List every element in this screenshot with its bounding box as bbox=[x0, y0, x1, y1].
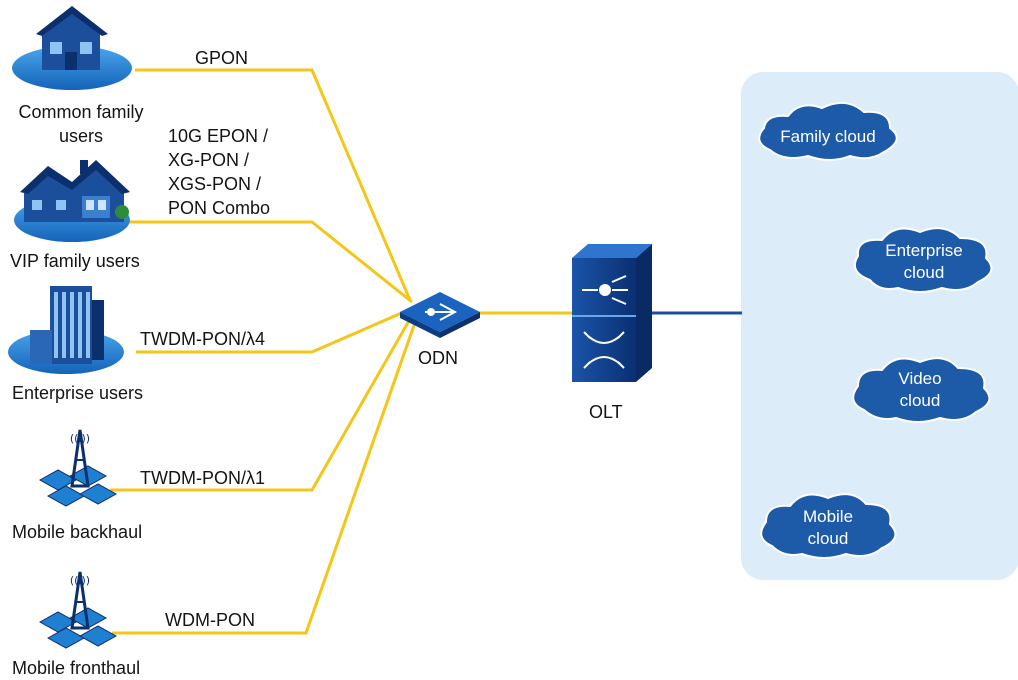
villa-icon bbox=[20, 160, 130, 222]
fiber-link-wdm-pon bbox=[112, 313, 420, 635]
user-label-common-family: Common family users bbox=[18, 102, 144, 146]
odn-splitter-icon bbox=[400, 292, 480, 338]
fiber-link-10g-epon bbox=[128, 220, 413, 304]
house-icon bbox=[36, 6, 108, 70]
cell-tower-icon: ((ı)) bbox=[38, 571, 118, 649]
cloud-label-video: Video cloud bbox=[898, 369, 942, 410]
svg-text:((ı)): ((ı)) bbox=[70, 574, 90, 587]
fiber-link-gpon bbox=[135, 68, 412, 301]
olt-label: OLT bbox=[589, 402, 623, 422]
mobile-cloud-shape bbox=[760, 493, 897, 559]
video-cloud-shape bbox=[852, 357, 991, 423]
user-label-mobile-fronthaul: Mobile fronthaul bbox=[12, 658, 141, 678]
olt-switch-icon bbox=[572, 244, 652, 382]
link-label-gpon: GPON bbox=[195, 48, 249, 68]
link-label-wdm-pon: WDM-PON bbox=[165, 610, 255, 630]
cell-tower-icon: ((ı)) bbox=[38, 429, 118, 507]
link-label-twdm-l1: TWDM-PON/λ1 bbox=[140, 468, 265, 488]
family-cloud-shape bbox=[758, 101, 898, 161]
user-label-vip-family: VIP family users bbox=[10, 251, 140, 271]
fiber-link-twdm-l1 bbox=[110, 311, 416, 492]
cloud-panel bbox=[741, 72, 1018, 580]
link-label-twdm-l4: TWDM-PON/λ4 bbox=[140, 329, 265, 349]
link-label-10g-epon: 10G EPON / XG-PON / XGS-PON / PON Combo bbox=[168, 126, 271, 218]
user-label-mobile-backhaul: Mobile backhaul bbox=[12, 522, 143, 542]
cloud-shapes bbox=[758, 101, 993, 559]
cloud-label-mobile: Mobile cloud bbox=[802, 507, 854, 548]
fiber-link-twdm-l4 bbox=[136, 306, 414, 354]
office-building-icon bbox=[30, 286, 104, 364]
fiber-links bbox=[110, 68, 573, 635]
cloud-label-enterprise: Enterprise cloud bbox=[885, 241, 963, 282]
svg-text:((ı)): ((ı)) bbox=[70, 432, 90, 445]
enterprise-cloud-shape bbox=[854, 227, 993, 293]
user-label-enterprise: Enterprise users bbox=[12, 383, 144, 403]
cloud-label-family: Family cloud bbox=[780, 127, 876, 146]
odn-label: ODN bbox=[418, 348, 458, 368]
